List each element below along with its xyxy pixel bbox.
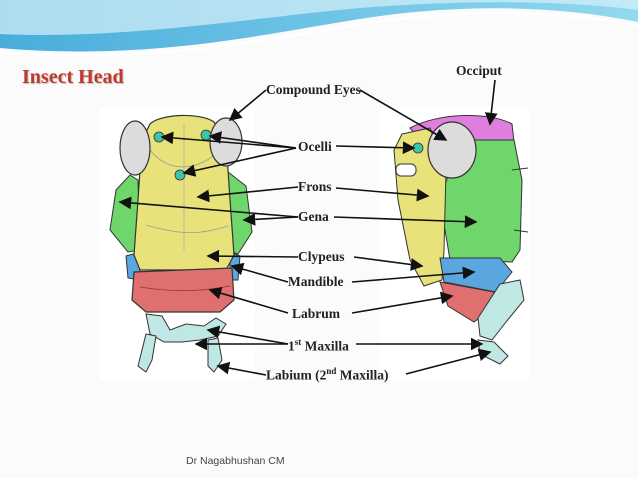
- label-first-maxilla: 1st Maxilla: [288, 337, 349, 355]
- leader-ocelli-median: [182, 147, 297, 177]
- header-wave-line: [0, 12, 638, 57]
- leader-gena-right: [242, 212, 299, 226]
- label-first-maxilla-number: 1: [288, 338, 295, 354]
- label-compound-eyes: Compound Eyes: [266, 82, 361, 97]
- leader-labium-side: [405, 348, 492, 375]
- leader-mandible-side: [351, 266, 476, 283]
- leader-clypeus-front: [206, 249, 299, 263]
- leader-gena-left: [118, 196, 299, 218]
- front-suture-2: [145, 224, 229, 234]
- header-wave-light: [0, 0, 638, 36]
- label-first-maxilla-text: Maxilla: [301, 338, 349, 354]
- label-labium-suffix: Maxilla): [336, 367, 389, 383]
- front-gena-left: [109, 174, 141, 253]
- leader-labrum-front: [208, 287, 289, 314]
- label-labrum: Labrum: [292, 306, 341, 321]
- label-labium: Labium (2nd Maxilla): [266, 366, 389, 384]
- side-bristle-1: [511, 167, 529, 171]
- slide-footer: Dr Nagabhushan CM: [186, 455, 285, 467]
- front-compound-eye-left: [119, 120, 151, 176]
- label-labium-text: Labium (2: [266, 367, 327, 383]
- label-clypeus: Clypeus: [298, 249, 345, 264]
- side-antenna-base: [395, 163, 417, 177]
- leader-frons-front: [196, 186, 299, 203]
- label-occiput: Occiput: [456, 63, 502, 78]
- leader-ocelli-side: [335, 141, 416, 155]
- leader-gena-side: [333, 215, 478, 229]
- leader-clypeus-side: [353, 256, 424, 271]
- leader-maxilla-front-1: [206, 325, 289, 345]
- leader-compound-eyes-side: [359, 89, 448, 141]
- label-frons: Frons: [298, 179, 332, 194]
- leader-ocelli-right: [208, 131, 297, 149]
- front-maxilla: [145, 313, 227, 343]
- label-gena: Gena: [298, 209, 329, 224]
- side-mandible: [439, 257, 513, 293]
- leader-labium-front: [216, 361, 267, 376]
- label-first-maxilla-ordinal: st: [294, 337, 302, 347]
- leader-ocelli-left: [160, 131, 297, 149]
- side-maxilla: [477, 279, 525, 341]
- leader-compound-eyes-front: [228, 89, 267, 122]
- leader-occiput: [484, 79, 498, 126]
- front-labium-left: [137, 333, 157, 373]
- slide-title: Insect Head: [22, 66, 124, 88]
- label-ocelli: Ocelli: [298, 139, 332, 154]
- label-labium-ordinal: nd: [326, 366, 337, 376]
- leader-frons-side: [335, 187, 430, 202]
- leader-mandible-front: [230, 262, 289, 283]
- leader-labrum-side: [351, 291, 454, 314]
- label-mandible: Mandible: [288, 274, 344, 289]
- side-bristle-2: [513, 229, 529, 233]
